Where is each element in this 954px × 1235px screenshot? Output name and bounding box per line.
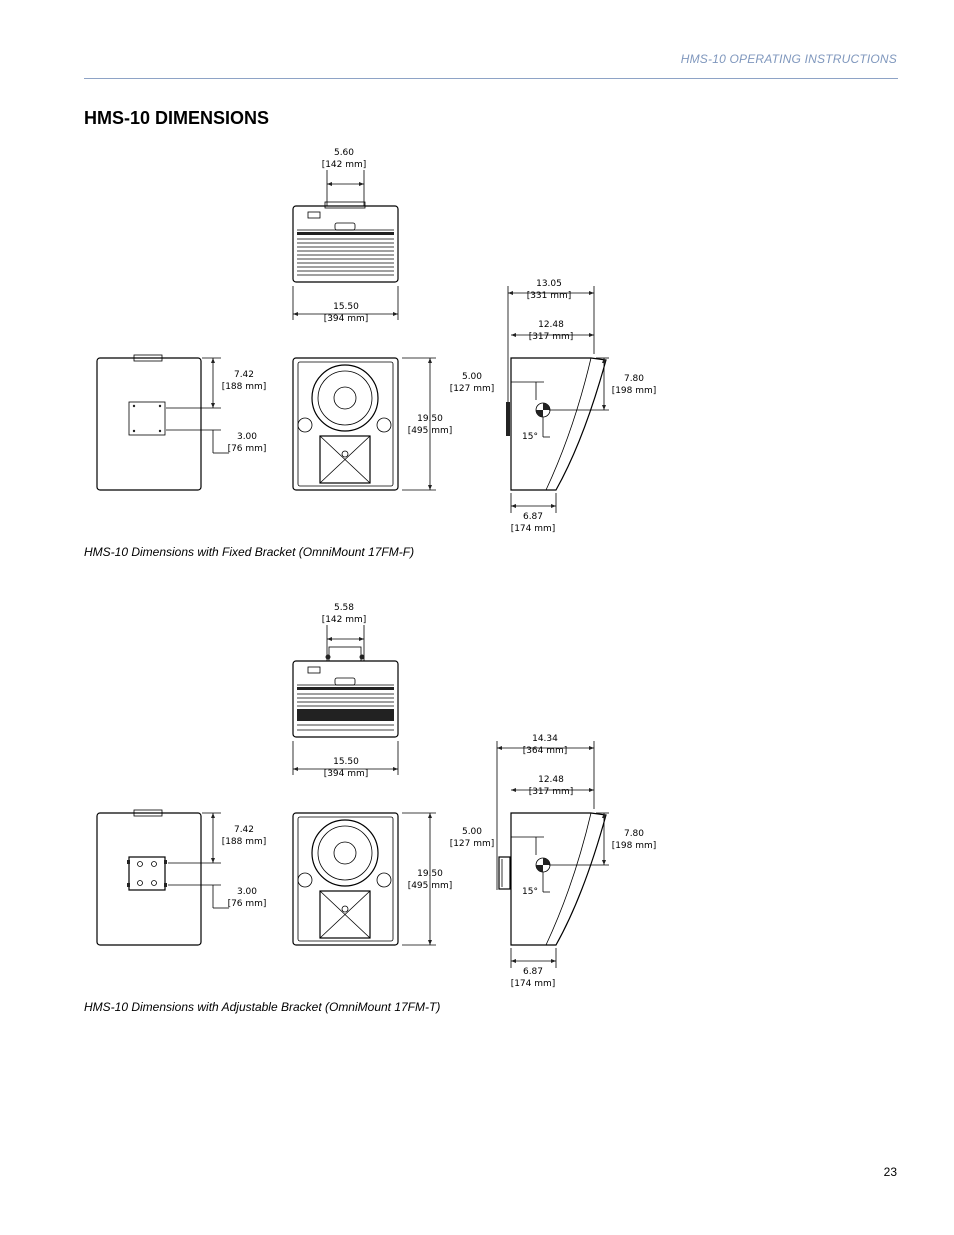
dim-side-mount-mm: [127 mm] bbox=[450, 839, 495, 849]
dim-side-top-mm: [317 mm] bbox=[529, 787, 574, 797]
top-view: 5.60 [142 mm] 15.50 [394 mm] bbox=[292, 148, 399, 324]
dim-bracket-width: 5.60 bbox=[334, 148, 354, 158]
dim-back-upper: 7.42 bbox=[234, 370, 254, 380]
dim-front-height: 19.50 bbox=[417, 414, 443, 424]
dim-side-bottom-mm: [174 mm] bbox=[511, 524, 556, 534]
dim-side-top: 12.48 bbox=[538, 320, 564, 330]
dim-side-overall-mm: [364 mm] bbox=[523, 746, 568, 756]
front-view: 19.50 [495 mm] bbox=[292, 357, 453, 491]
figure-2-drawing: 5.58 [142 mm] 15.50 [394 mm] bbox=[84, 595, 704, 995]
figure-1-drawing: 5.60 [142 mm] 15.50 [394 mm] bbox=[84, 140, 704, 540]
back-view: 7.42 [188 mm] 3.00 [76 mm] bbox=[96, 354, 267, 491]
dim-side-mount-mm: [127 mm] bbox=[450, 384, 495, 394]
dim-front-height: 19.50 bbox=[417, 869, 443, 879]
dim-back-upper-mm: [188 mm] bbox=[222, 382, 267, 392]
dim-bracket-width-mm: [142 mm] bbox=[322, 615, 367, 625]
dim-bracket-width-mm: [142 mm] bbox=[322, 160, 367, 170]
dim-side-cg: 7.80 bbox=[624, 829, 644, 839]
dim-back-lower: 3.00 bbox=[237, 887, 257, 897]
dim-top-width-mm: [394 mm] bbox=[324, 314, 369, 324]
dim-back-lower-mm: [76 mm] bbox=[228, 899, 267, 909]
dim-side-overall: 13.05 bbox=[536, 279, 562, 289]
dim-back-upper-mm: [188 mm] bbox=[222, 837, 267, 847]
dim-side-overall-mm: [331 mm] bbox=[527, 291, 572, 301]
dim-side-bottom: 6.87 bbox=[523, 967, 543, 977]
dim-side-bottom-mm: [174 mm] bbox=[511, 979, 556, 989]
dim-angle: 15° bbox=[522, 887, 538, 897]
dim-side-cg: 7.80 bbox=[624, 374, 644, 384]
section-title: HMS-10 DIMENSIONS bbox=[84, 108, 270, 128]
top-view: 5.58 [142 mm] 15.50 [394 mm] bbox=[292, 603, 399, 779]
dim-angle: 15° bbox=[522, 432, 538, 442]
dim-side-cg-mm: [198 mm] bbox=[612, 841, 657, 851]
dim-back-lower: 3.00 bbox=[237, 432, 257, 442]
front-view: 19.50 [495 mm] bbox=[292, 812, 453, 946]
dim-back-lower-mm: [76 mm] bbox=[228, 444, 267, 454]
dim-bracket-width: 5.58 bbox=[334, 603, 354, 613]
dim-side-mount: 5.00 bbox=[462, 827, 482, 837]
running-header: HMS-10 OPERATING INSTRUCTIONS bbox=[680, 52, 897, 66]
dim-front-height-mm: [495 mm] bbox=[408, 426, 453, 436]
dim-side-top: 12.48 bbox=[538, 775, 564, 785]
dim-side-bottom: 6.87 bbox=[523, 512, 543, 522]
dim-front-height-mm: [495 mm] bbox=[408, 881, 453, 891]
dim-back-upper: 7.42 bbox=[234, 825, 254, 835]
side-view: 14.34 [364 mm] 12.48 [317 mm] 15° 5.00 [… bbox=[450, 734, 657, 989]
dim-top-width: 15.50 bbox=[333, 302, 359, 312]
side-view: 13.05 [331 mm] 12.48 [317 mm] 15° 5.00 [… bbox=[450, 279, 657, 534]
figure-1-caption: HMS-10 Dimensions with Fixed Bracket (Om… bbox=[84, 545, 415, 559]
dim-top-width-mm: [394 mm] bbox=[324, 769, 369, 779]
dim-side-cg-mm: [198 mm] bbox=[612, 386, 657, 396]
dim-side-mount: 5.00 bbox=[462, 372, 482, 382]
header-rule bbox=[84, 78, 898, 79]
figure-2-caption: HMS-10 Dimensions with Adjustable Bracke… bbox=[84, 1000, 441, 1014]
dim-side-top-mm: [317 mm] bbox=[529, 332, 574, 342]
page-number: 23 bbox=[883, 1165, 897, 1179]
dim-side-overall: 14.34 bbox=[532, 734, 558, 744]
dim-top-width: 15.50 bbox=[333, 757, 359, 767]
back-view: 7.42 [188 mm] 3.00 [76 mm] bbox=[96, 809, 267, 946]
